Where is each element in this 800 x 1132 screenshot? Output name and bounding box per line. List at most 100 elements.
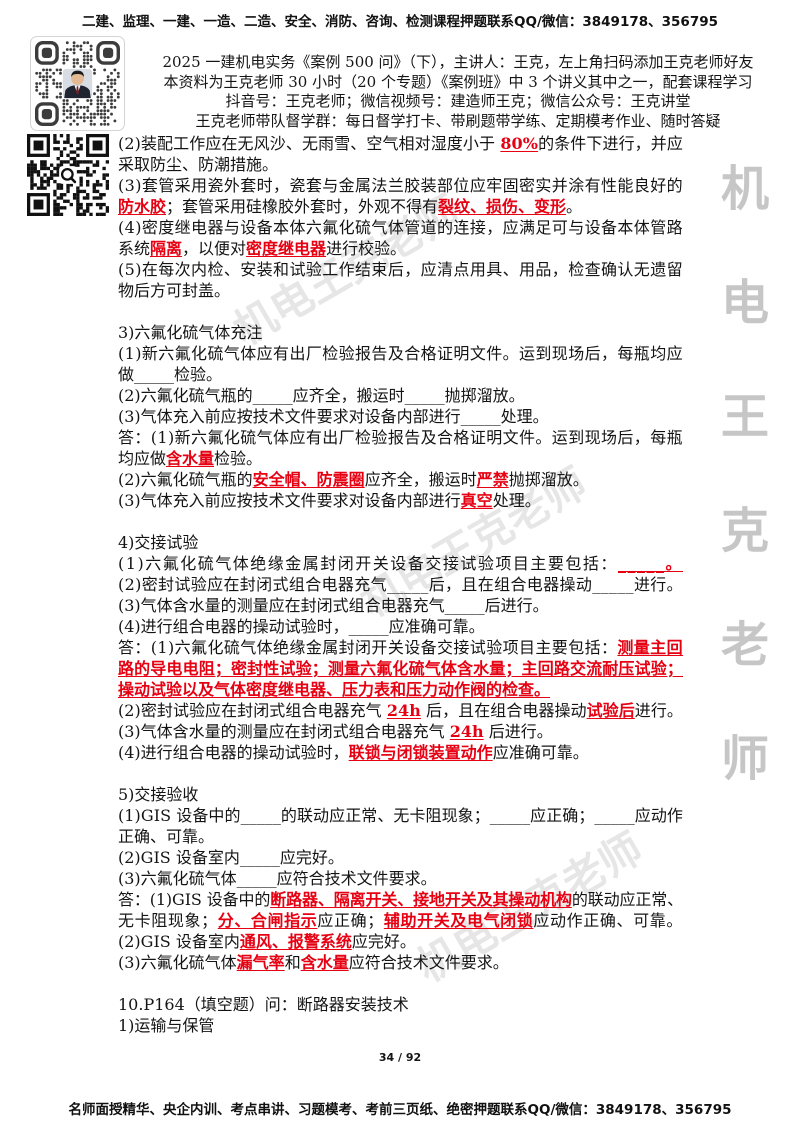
answer-text: 路的导电电阻；密封性试验；测量六氟化硫气体含水量；主回路交流耐压试验；: [118, 658, 683, 678]
line-content: 答：(1)GIS 设备中的断路器、隔离开关、接地开关及其操动机构的联动应正常、: [118, 890, 683, 909]
text-segment: 系统: [118, 238, 151, 258]
text-line: (3)套管采用瓷外套时，瓷套与金属法兰胶装部位应牢固密实并涂有性能良好的: [118, 175, 683, 196]
answer-text: 操动试验以及气体密度继电器、压力表和压力动作阀的检查。: [118, 679, 551, 699]
answer-text: 真空: [460, 490, 493, 510]
qr-finder-pattern: [35, 102, 59, 126]
answer-text: 隔离: [150, 238, 183, 258]
line-content: (3)六氟化硫气体漏气率和含水量应符合技术文件要求。: [118, 953, 509, 972]
answer-text: 试验后: [586, 700, 635, 720]
line-content: (3)气体充入前应按技术文件要求对设备内部进行_____处理。: [118, 407, 549, 426]
line-content: (4)进行组合电器的操动试验时，联锁与闭锁装置动作应准确可靠。: [118, 743, 589, 762]
footer-contact-banner: 名师面授精华、央企内训、考点串讲、习题模考、考前三页纸、绝密押题联系QQ/微信：…: [0, 1100, 800, 1120]
text-segment: 应符合技术文件要求。: [348, 952, 509, 972]
line-content: 1)运输与保管: [118, 1016, 214, 1035]
answer-text: 80%: [500, 133, 539, 153]
text-segment: (3)气体含水量的测量应在封闭式组合电器充气_____后进行。: [118, 595, 549, 615]
text-segment: 1)运输与保管: [118, 1015, 215, 1035]
text-segment: (2)密封试验应在封闭式组合电器充气_____后，且在组合电器操动_____进行…: [118, 574, 683, 594]
text-segment: 正确、可靠。: [118, 826, 215, 846]
answer-text: 24h: [449, 721, 484, 741]
text-segment: 应完好。: [351, 931, 416, 951]
line-content: 系统隔离，以便对密度继电器进行校验。: [118, 239, 406, 258]
text-line: (3)气体含水量的测量应在封闭式组合电器充气 24h 后进行。: [118, 721, 683, 742]
text-segment: 做_____检验。: [118, 364, 223, 384]
text-segment: 应正确；: [317, 910, 384, 930]
header-line-text: 抖音号：王克老师；微信视频号：建造师王克；微信公众号：王克讲堂: [225, 92, 691, 111]
text-segment: 4)交接试验: [118, 532, 199, 552]
answer-text: 密度继电器: [246, 238, 327, 258]
line-content: 操动试验以及气体密度继电器、压力表和压力动作阀的检查。: [118, 680, 550, 699]
line-content: 路的导电电阻；密封性试验；测量六氟化硫气体含水量；主回路交流耐压试验；: [118, 659, 683, 678]
answer-text: 含水量: [300, 952, 349, 972]
answer-text: 分、合闸指示: [217, 910, 318, 930]
answer-text: 24h: [386, 700, 421, 720]
answer-text: 断路器、隔离开关、接地开关及其操动机构: [270, 889, 572, 909]
text-line: 5)交接验收: [118, 784, 683, 805]
text-line: (1)GIS 设备中的_____的联动应正常、无卡阻现象；_____应正确；__…: [118, 805, 683, 826]
text-segment: 后，且在组合电器操动: [420, 700, 587, 720]
text-segment: 答：(1)新六氟化硫气体应有出厂检验报告及合格证明文件。运到现场后，每瓶: [118, 427, 683, 447]
text-segment: (3)套管采用瓷外套时，瓷套与金属法兰胶装部位应牢固密实并涂有性能良好的: [118, 175, 683, 195]
text-line: 均应做含水量检验。: [118, 448, 683, 469]
text-line: 路的导电电阻；密封性试验；测量六氟化硫气体含水量；主回路交流耐压试验；: [118, 658, 683, 679]
line-content: (1)GIS 设备中的_____的联动应正常、无卡阻现象；_____应正确；__…: [118, 806, 683, 825]
line-content: (2)密封试验应在封闭式组合电器充气_____后，且在组合电器操动_____进行…: [118, 575, 683, 594]
text-segment: 和: [284, 952, 301, 972]
text-segment: (4)密度继电器与设备本体六氟化硫气体管道的连接，应满足可与设备本体管路: [118, 217, 683, 237]
text-line: 答：(1)六氟化硫气体绝缘金属封闭开关设备交接试验项目主要包括：测量主回: [118, 637, 683, 658]
text-segment: (3)六氟化硫气体: [118, 952, 237, 972]
blank-line: [118, 763, 683, 784]
text-segment: (3)气体含水量的测量应在封闭式组合电器充气: [118, 721, 450, 741]
line-content: (3)六氟化硫气体_____应符合技术文件要求。: [118, 869, 437, 888]
text-segment: 检验。: [214, 448, 263, 468]
text-segment: 答：(1)六氟化硫气体绝缘金属封闭开关设备交接试验项目主要包括：: [118, 637, 618, 657]
text-line: (1)六氟化硫气体绝缘金属封闭开关设备交接试验项目主要包括：_____。: [118, 553, 683, 574]
text-line: 无卡阻现象；分、合闸指示应正确；辅助开关及电气闭锁应动作正确、可靠。: [118, 910, 683, 931]
text-line: 答：(1)新六氟化硫气体应有出厂检验报告及合格证明文件。运到现场后，每瓶: [118, 427, 683, 448]
text-segment: 。: [566, 196, 583, 216]
text-segment: (5)在每次内检、安装和试验工作结束后，应清点用具、用品，检查确认无遗留: [118, 259, 683, 279]
qr-finder-pattern: [35, 41, 59, 65]
text-line: 3)六氟化硫气体充注: [118, 322, 683, 343]
text-segment: 处理。: [492, 490, 541, 510]
text-line: (2)六氟化硫气瓶的安全帽、防震圈应齐全，搬运时严禁抛掷溜放。: [118, 469, 683, 490]
line-content: (3)气体含水量的测量应在封闭式组合电器充气 24h 后进行。: [118, 722, 553, 741]
text-segment: 抛掷溜放。: [508, 469, 589, 489]
text-segment: (4)进行组合电器的操动试验时，: [118, 742, 349, 762]
text-line: 防水胶；套管采用硅橡胶外套时，外观不得有裂纹、损伤、变形。: [118, 196, 683, 217]
blank-line: [118, 973, 683, 994]
blank-line: [118, 511, 683, 532]
answer-text: 防水胶: [118, 196, 167, 216]
text-segment: 应准确可靠。: [492, 742, 589, 762]
text-segment: 采取防尘、防潮措施。: [118, 154, 279, 174]
line-content: (2)密封试验应在封闭式组合电器充气 24h 后，且在组合电器操动试验后进行。: [118, 701, 683, 720]
text-segment: (4)进行组合电器的操动试验时，_____应准确可靠。: [118, 616, 485, 636]
qr-code-icon: [27, 134, 109, 216]
text-segment: 的条件下进行，并应: [538, 133, 683, 153]
text-segment: 5)交接验收: [118, 784, 199, 804]
line-content: 无卡阻现象；分、合闸指示应正确；辅助开关及电气闭锁应动作正确、可靠。: [118, 911, 683, 930]
line-content: 防水胶；套管采用硅橡胶外套时，外观不得有裂纹、损伤、变形。: [118, 197, 582, 216]
answer-text: 联锁与闭锁装置动作: [348, 742, 493, 762]
header-line: 本资料为王克老师 30 小时（20 个专题）《案例班》中 3 个讲义其中之一，配…: [128, 73, 788, 93]
text-segment: 的联动应正常、: [571, 889, 683, 909]
top-banner-text: 二建、监理、一建、一造、二造、安全、消防、咨询、检测课程押题联系QQ/微信：38…: [82, 14, 718, 30]
text-line: (1)新六氟化硫气体应有出厂检验报告及合格证明文件。运到现场后，每瓶均应: [118, 343, 683, 364]
course-header: 2025 一建机电实务《案例 500 问》（下），主讲人：王克，左上角扫码添加王…: [128, 53, 788, 132]
text-line: (3)气体含水量的测量应在封闭式组合电器充气_____后进行。: [118, 595, 683, 616]
text-segment: 物后方可封盖。: [118, 280, 231, 300]
text-line: (3)六氟化硫气体漏气率和含水量应符合技术文件要求。: [118, 952, 683, 973]
line-content: (2)六氟化硫气瓶的_____应齐全，搬运时_____抛掷溜放。: [118, 386, 525, 405]
line-content: (2)六氟化硫气瓶的安全帽、防震圈应齐全，搬运时严禁抛掷溜放。: [118, 470, 589, 489]
blank-line: [118, 301, 683, 322]
text-segment: ；套管采用硅橡胶外套时，外观不得有: [166, 196, 439, 216]
text-line: (3)气体充入前应按技术文件要求对设备内部进行_____处理。: [118, 406, 683, 427]
answer-text: 裂纹、损伤、变形: [438, 196, 567, 216]
line-content: (2)装配工作应在无风沙、无雨雪、空气相对湿度小于 80%的条件下进行，并应: [118, 134, 683, 153]
qr-modules: [27, 134, 109, 216]
text-segment: 3)六氟化硫气体充注: [118, 322, 263, 342]
text-line: 正确、可靠。: [118, 826, 683, 847]
line-content: (3)气体含水量的测量应在封闭式组合电器充气_____后进行。: [118, 596, 549, 615]
text-segment: (3)气体充入前应按技术文件要求对设备内部进行: [118, 490, 461, 510]
top-contact-banner: 二建、监理、一建、一造、二造、安全、消防、咨询、检测课程押题联系QQ/微信：38…: [0, 12, 800, 32]
